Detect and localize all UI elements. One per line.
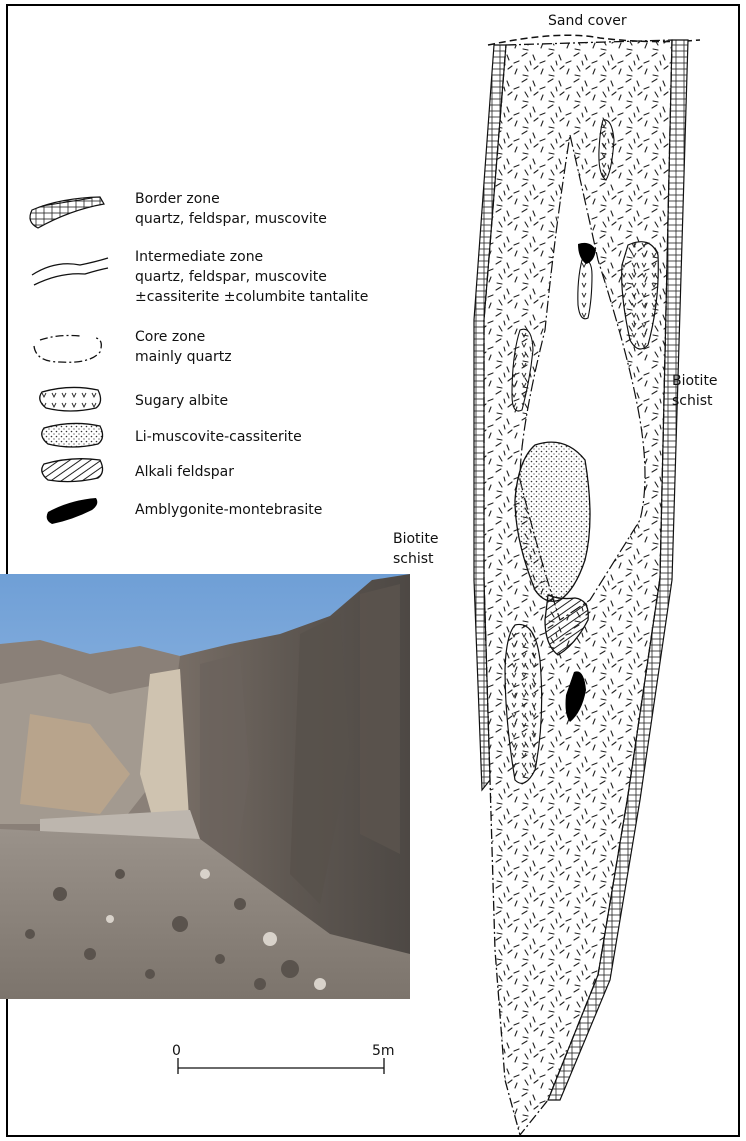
scale-bar — [178, 1058, 384, 1074]
scale-start-label: 0 — [172, 1042, 181, 1060]
legend-core-symbol — [34, 336, 101, 363]
legend-intermediate-symbol — [32, 258, 108, 285]
legend-sugary-albite-symbol — [40, 387, 101, 411]
legend-sugary-albite: Sugary albite — [135, 392, 228, 411]
legend-symbols — [30, 197, 108, 524]
legend-border-title: Border zone — [135, 190, 220, 209]
legend-li-muscovite-symbol — [42, 423, 103, 447]
legend-intermediate-desc-2: ±cassiterite ±columbite tantalite — [135, 288, 368, 307]
sand-cover-label: Sand cover — [548, 12, 627, 30]
legend-core-title: Core zone — [135, 328, 205, 347]
legend-core-desc: mainly quartz — [135, 348, 232, 367]
legend-alkali-feldspar-symbol — [42, 459, 103, 482]
biotite-schist-left-label-2: schist — [393, 550, 434, 568]
legend-alkali-feldspar: Alkali feldspar — [135, 463, 234, 482]
biotite-schist-right-label-2: schist — [672, 392, 713, 410]
legend-li-muscovite: Li-muscovite-cassiterite — [135, 428, 302, 447]
quarry-photo — [0, 574, 410, 999]
scale-end-label: 5m — [372, 1042, 395, 1060]
biotite-schist-left-label-1: Biotite — [393, 530, 439, 548]
legend-amblygonite: Amblygonite-montebrasite — [135, 501, 322, 520]
legend-border-desc: quartz, feldspar, muscovite — [135, 210, 327, 229]
legend-intermediate-desc-1: quartz, feldspar, muscovite — [135, 268, 327, 287]
legend-border-symbol — [30, 197, 104, 228]
legend-amblygonite-symbol — [47, 498, 98, 524]
legend-intermediate-title: Intermediate zone — [135, 248, 263, 267]
biotite-schist-right-label-1: Biotite — [672, 372, 718, 390]
sugary-albite-body-4 — [578, 260, 592, 319]
